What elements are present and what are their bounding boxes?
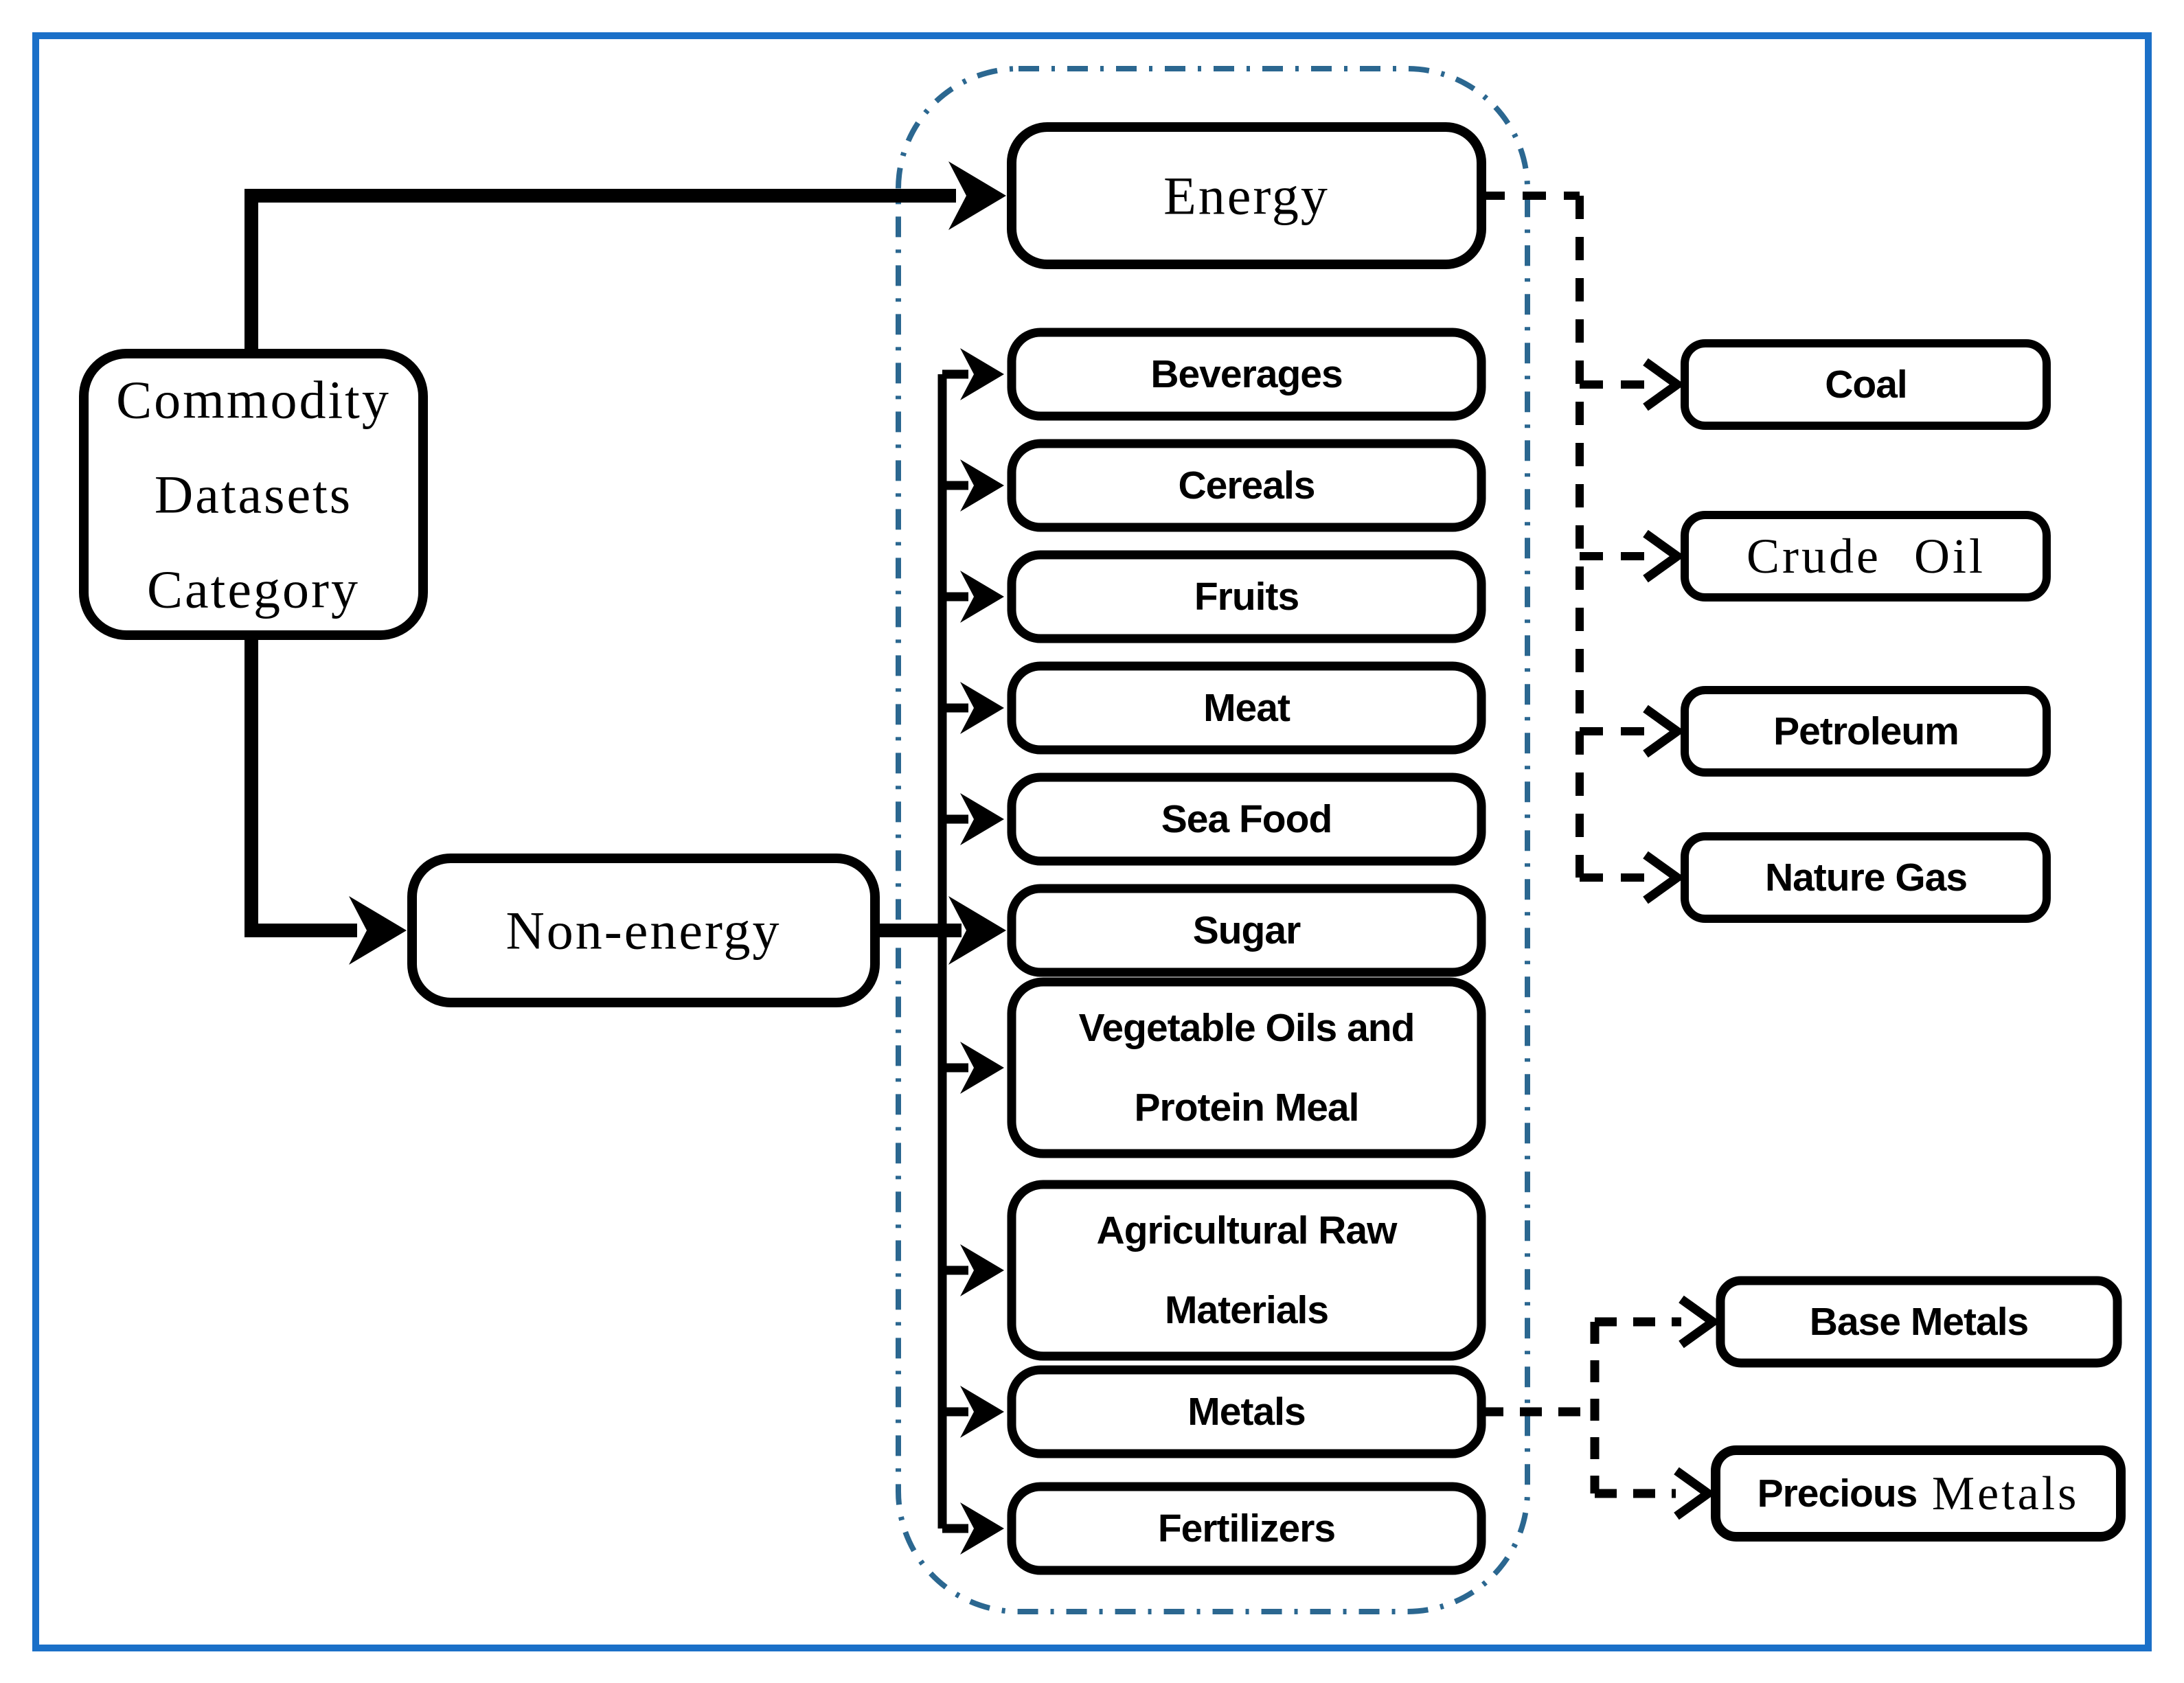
precious-metals-label-part1: Precious	[1758, 1472, 1918, 1515]
arrowhead-nature-gas	[1646, 855, 1677, 900]
node-sea-food-box	[1007, 772, 1486, 866]
outer-frame	[32, 32, 2152, 1651]
node-fruits: Fruits	[1007, 550, 1486, 643]
node-petroleum: Petroleum	[1681, 686, 2051, 777]
node-nature-gas-box	[1681, 832, 2051, 923]
vegetable-oils-label-line1: Vegetable Oils and	[1079, 1006, 1415, 1050]
node-commodity-datasets-category: Commodity Datasets Category	[79, 349, 428, 640]
node-commodity-box	[79, 349, 428, 640]
sugar-label: Sugar	[1193, 908, 1301, 952]
nature-gas-label: Nature Gas	[1765, 856, 1967, 900]
arrowhead-root-to-energy	[948, 161, 1006, 230]
crude-oil-label: Crude Oil	[1747, 529, 1986, 584]
fertilizers-label: Fertilizers	[1158, 1507, 1335, 1550]
root-label-line3: Category	[147, 560, 360, 619]
node-base-metals: Base Metals	[1716, 1276, 2122, 1368]
arrowhead-coal	[1646, 362, 1677, 407]
node-vegetable-oils: Vegetable Oils and Protein Meal	[1007, 977, 1486, 1158]
non-energy-group-outline	[896, 66, 1530, 1614]
node-fertilizers-box	[1007, 1482, 1486, 1575]
node-non-energy-box	[407, 854, 880, 1007]
coal-label: Coal	[1825, 363, 1907, 407]
node-meat-box	[1007, 661, 1486, 755]
metals-label: Metals	[1187, 1390, 1305, 1434]
node-cereals-box	[1007, 439, 1486, 532]
arrowhead-root-to-non-energy	[349, 896, 407, 965]
connector-root-to-energy	[244, 189, 956, 354]
node-agricultural-raw: Agricultural Raw Materials	[1007, 1180, 1486, 1361]
energy-label: Energy	[1163, 166, 1330, 226]
node-crude-oil-box	[1681, 511, 2051, 602]
node-energy: Energy	[1007, 122, 1486, 269]
node-crude-oil: Crude Oil	[1681, 511, 2051, 602]
precious-metals-label: Precious Metals	[1758, 1467, 2080, 1520]
node-fruits-box	[1007, 550, 1486, 643]
node-sugar: Sugar	[1007, 884, 1486, 977]
node-precious-metals-box	[1711, 1445, 2126, 1542]
node-precious-metals: Precious Metals	[1711, 1445, 2126, 1542]
node-petroleum-box	[1681, 686, 2051, 777]
node-sea-food: Sea Food	[1007, 772, 1486, 866]
node-agricultural-raw-box	[1007, 1180, 1486, 1361]
node-coal-box	[1681, 339, 2051, 430]
node-metals: Metals	[1007, 1365, 1486, 1458]
vegetable-oils-label-line2: Protein Meal	[1135, 1086, 1359, 1130]
precious-metals-label-part2: Metals	[1917, 1467, 2079, 1520]
petroleum-label: Petroleum	[1773, 709, 1959, 753]
root-label-line2: Datasets	[155, 465, 352, 525]
base-metals-label: Base Metals	[1810, 1300, 2029, 1344]
connector-metals-subtypes	[1481, 1317, 1681, 1498]
agricultural-raw-label-line1: Agricultural Raw	[1097, 1209, 1398, 1252]
node-beverages-box	[1007, 328, 1486, 421]
arrowhead-precious-metals	[1676, 1471, 1708, 1516]
node-energy-box	[1007, 122, 1486, 269]
root-label-line1: Commodity	[116, 370, 391, 430]
node-non-energy: Non-energy	[407, 854, 880, 1007]
arrowhead-crude-oil	[1646, 534, 1677, 579]
meat-label: Meat	[1203, 686, 1290, 730]
node-metals-box	[1007, 1365, 1486, 1458]
node-cereals: Cereals	[1007, 439, 1486, 532]
beverages-label: Beverages	[1150, 352, 1342, 396]
connector-root-to-non-energy	[244, 635, 357, 937]
arrowhead-base-metals	[1681, 1299, 1713, 1344]
node-vegetable-oils-box	[1007, 977, 1486, 1158]
arrowhead-petroleum	[1646, 709, 1677, 754]
node-meat: Meat	[1007, 661, 1486, 755]
cereals-label: Cereals	[1179, 463, 1315, 507]
node-nature-gas: Nature Gas	[1681, 832, 2051, 923]
non-energy-label: Non-energy	[505, 901, 781, 961]
fruits-label: Fruits	[1194, 575, 1299, 619]
node-beverages: Beverages	[1007, 328, 1486, 421]
node-sugar-box	[1007, 884, 1486, 977]
agricultural-raw-label-line2: Materials	[1165, 1288, 1328, 1332]
node-coal: Coal	[1681, 339, 2051, 430]
node-fertilizers: Fertilizers	[1007, 1482, 1486, 1575]
node-base-metals-box	[1716, 1276, 2122, 1368]
sea-food-label: Sea Food	[1161, 797, 1332, 841]
connector-energy-subtypes	[1481, 192, 1650, 882]
